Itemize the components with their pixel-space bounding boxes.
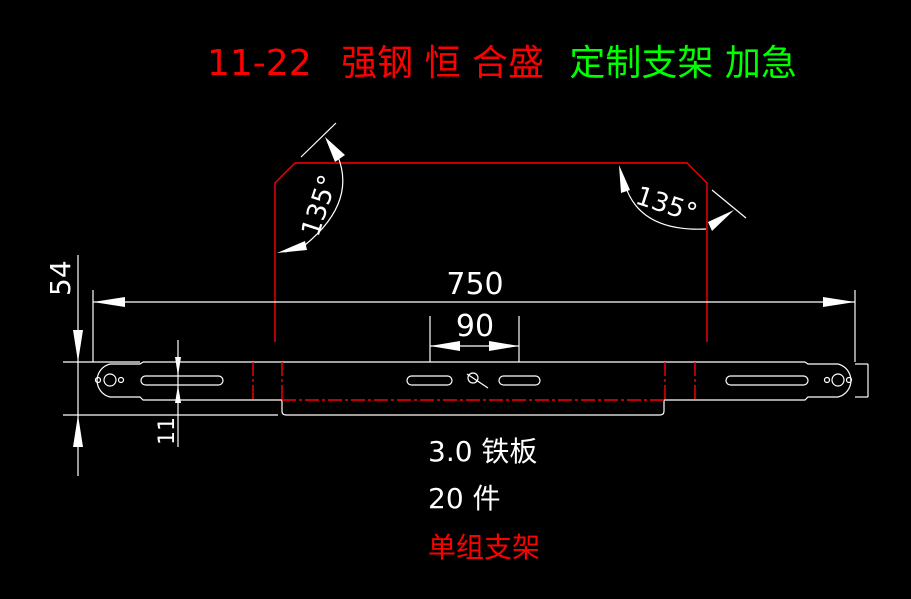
note-quantity: 20 件 [428, 482, 501, 515]
hole [103, 373, 117, 387]
note-type: 单组支架 [428, 531, 540, 564]
dim-54: 54 [44, 255, 278, 476]
dim-90-label: 90 [456, 309, 494, 344]
title-order: 定制支架 加急 [569, 43, 796, 84]
angle-right-label: 135° [632, 181, 701, 229]
note-material: 3.0 铁板 [428, 435, 537, 468]
slot [406, 375, 453, 386]
angle-dim-right: 135° [619, 165, 747, 231]
dim-54-label: 54 [44, 260, 77, 296]
hole [94, 376, 102, 384]
hole [117, 376, 125, 384]
slot [140, 375, 224, 386]
center-hole [467, 372, 479, 384]
title-code: 11-22 [207, 43, 312, 84]
angle-dim-left: 135° [277, 122, 345, 253]
part-outline [94, 361, 869, 416]
dim-11-label: 11 [155, 417, 180, 445]
hole [845, 376, 853, 384]
dim-750: 750 [92, 267, 856, 362]
dim-750-label: 750 [446, 267, 503, 302]
title-customer: 强钢 恒 合盛 [341, 43, 544, 84]
hole [831, 373, 845, 387]
slot [498, 375, 541, 386]
hole [823, 376, 831, 384]
dim-11: 11 [155, 340, 181, 447]
title-text: 11-22 强钢 恒 合盛 定制支架 加急 [207, 43, 797, 84]
bend-lines [252, 362, 696, 401]
bend-profile [274, 162, 708, 342]
slot [725, 375, 809, 386]
dim-90: 90 [429, 309, 520, 362]
